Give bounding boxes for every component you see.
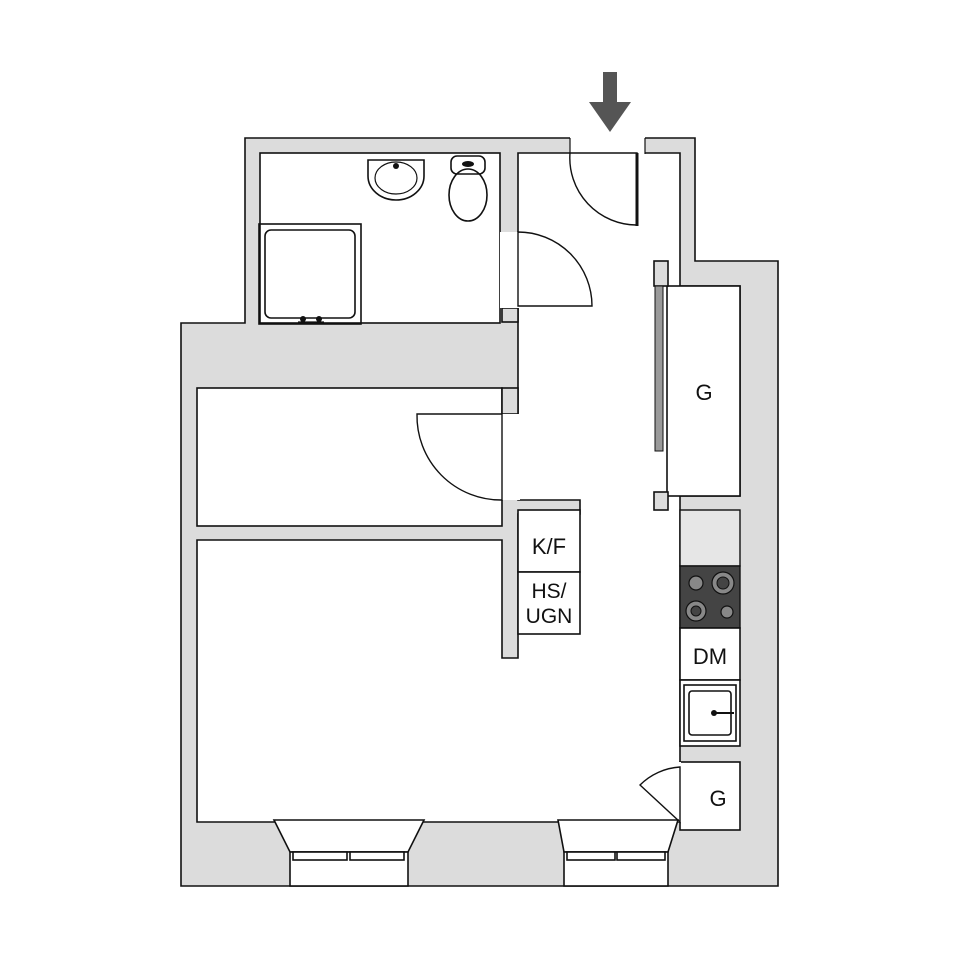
interior-wall	[501, 387, 519, 415]
kitchen-closet: G	[638, 761, 741, 831]
entrance-door	[569, 152, 639, 226]
shower-icon	[258, 223, 362, 325]
toilet-icon	[448, 155, 488, 222]
oven-label-2: UGN	[526, 605, 573, 628]
sink-icon	[367, 159, 425, 201]
dishwasher: DM	[679, 627, 741, 681]
window	[557, 819, 680, 887]
bathroom-door	[517, 231, 593, 307]
kitchen-sink-icon	[679, 679, 741, 747]
bathroom	[259, 152, 501, 324]
interior-wall	[501, 307, 519, 323]
fridge-label: K/F	[532, 534, 566, 559]
closet-label: G	[709, 786, 726, 811]
entrance-opening	[570, 137, 645, 154]
hall-closet: G	[653, 260, 741, 511]
small-room-door	[416, 413, 503, 501]
window	[272, 819, 426, 887]
cabinet-oven: HS/ UGN	[517, 571, 581, 635]
closet-label: G	[695, 380, 712, 405]
arrow-down-icon	[589, 72, 631, 132]
kitchen-counter: DM	[679, 509, 741, 747]
stove-icon	[679, 565, 741, 629]
dishwasher-label: DM	[693, 644, 727, 669]
fridge-freezer: K/F	[517, 509, 581, 573]
oven-label-1: HS/	[531, 580, 566, 603]
